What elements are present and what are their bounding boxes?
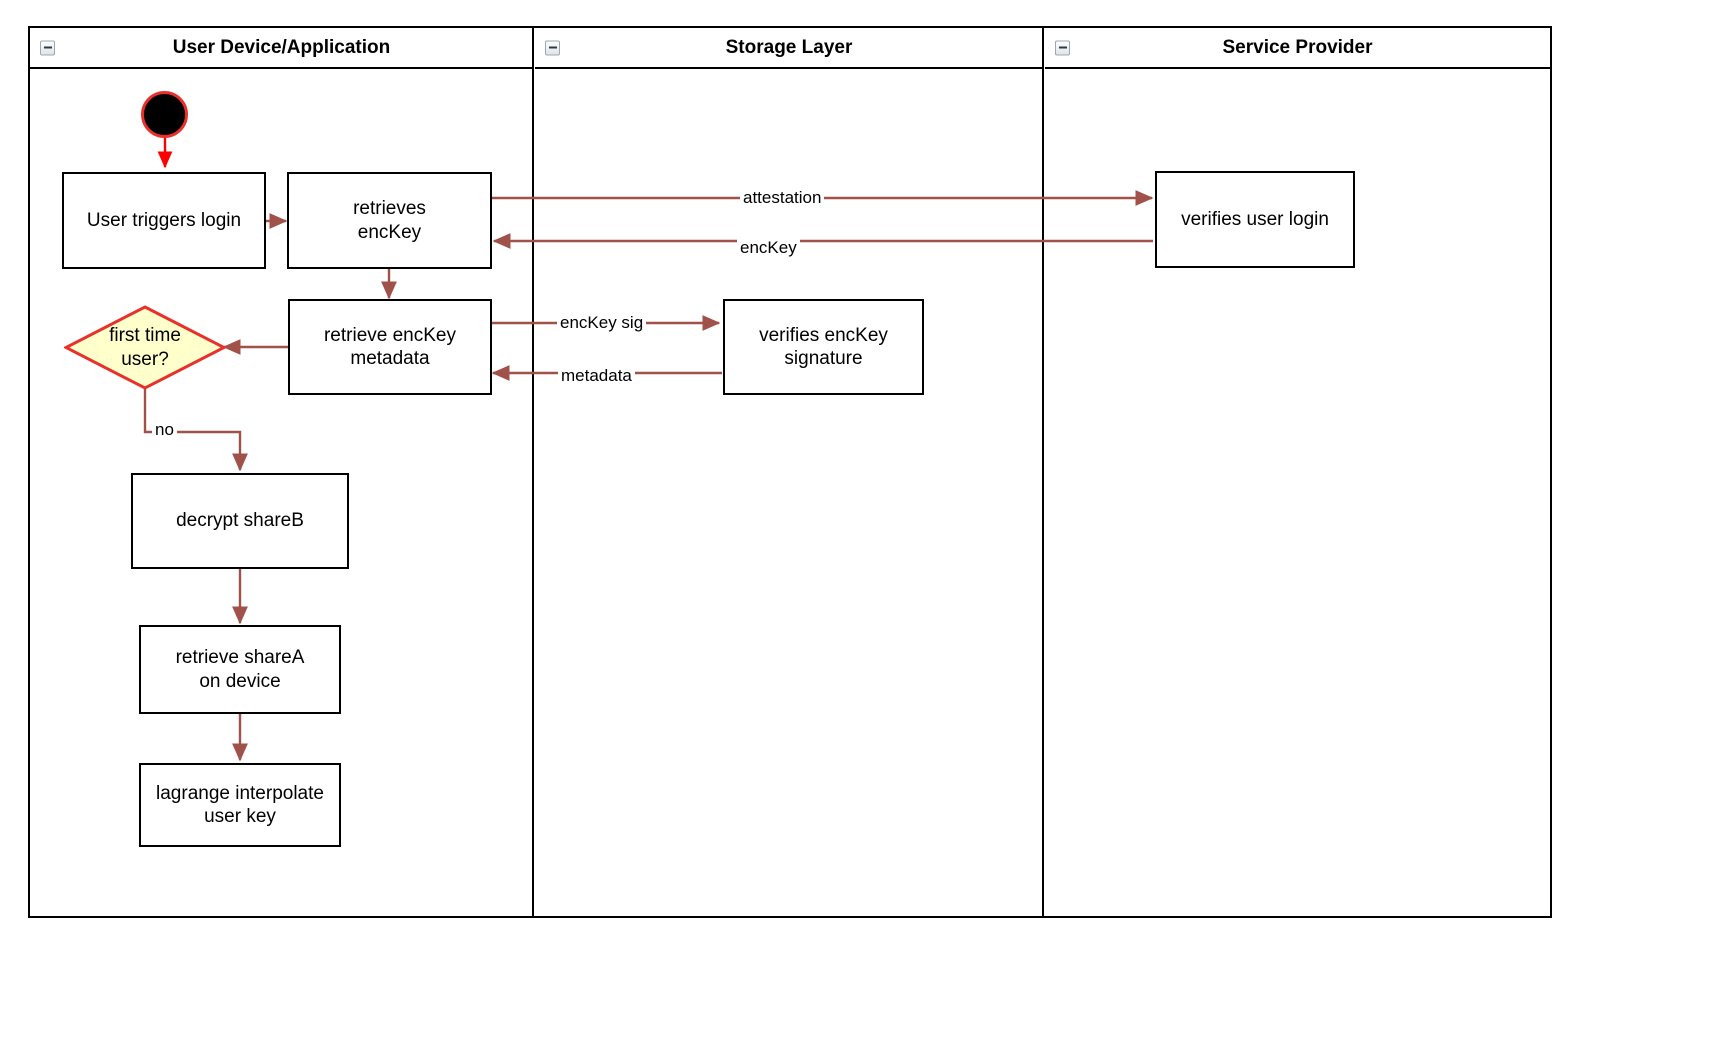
action-lagrange-interpolate-user-key[interactable]: lagrange interpolate user key (139, 763, 341, 847)
action-label: decrypt shareB (176, 510, 304, 532)
collapse-minus-icon[interactable] (40, 40, 55, 55)
action-label: User triggers login (86, 209, 242, 231)
edge-label-enckey-sig: encKey sig (557, 313, 647, 333)
lane-separator-1 (532, 28, 534, 916)
lane-title: Storage Layer (725, 36, 853, 58)
action-label: verifies user login (1181, 208, 1329, 230)
collapse-minus-icon[interactable] (545, 40, 560, 55)
action-verifies-user-login[interactable]: verifies user login (1155, 171, 1355, 268)
action-label: verifies encKey signature (759, 324, 888, 369)
collapse-minus-icon[interactable] (1055, 40, 1070, 55)
lane-title: User Device/Application (172, 36, 391, 58)
action-label: retrieves encKey (353, 198, 426, 243)
decision-first-time-user[interactable]: first time user? (62, 305, 228, 390)
action-label: retrieve shareA on device (175, 647, 305, 692)
edge-label-metadata: metadata (558, 366, 635, 386)
lane-header-service-provider[interactable]: Service Provider (1045, 28, 1550, 69)
action-retrieves-enckey[interactable]: retrieves encKey (287, 172, 492, 269)
initial-node[interactable] (141, 91, 188, 138)
edge-label-attestation: attestation (740, 188, 825, 208)
action-label: retrieve encKey metadata (323, 324, 456, 369)
edge-label-no: no (152, 420, 177, 440)
action-user-triggers-login[interactable]: User triggers login (62, 172, 266, 269)
action-label: lagrange interpolate user key (156, 782, 324, 827)
lane-header-storage[interactable]: Storage Layer (535, 28, 1043, 69)
lane-separator-2 (1042, 28, 1044, 916)
decision-label: first time user? (109, 325, 181, 370)
decision-shape (62, 305, 228, 390)
action-retrieve-enckey-metadata[interactable]: retrieve encKey metadata (288, 299, 492, 395)
lane-header-user-device[interactable]: User Device/Application (30, 28, 533, 69)
action-decrypt-shareb[interactable]: decrypt shareB (131, 473, 349, 569)
action-retrieve-sharea-on-device[interactable]: retrieve shareA on device (139, 625, 341, 714)
action-verifies-enckey-signature[interactable]: verifies encKey signature (723, 299, 924, 395)
lane-title: Service Provider (1222, 36, 1373, 58)
edge-label-enckey: encKey (737, 238, 800, 258)
